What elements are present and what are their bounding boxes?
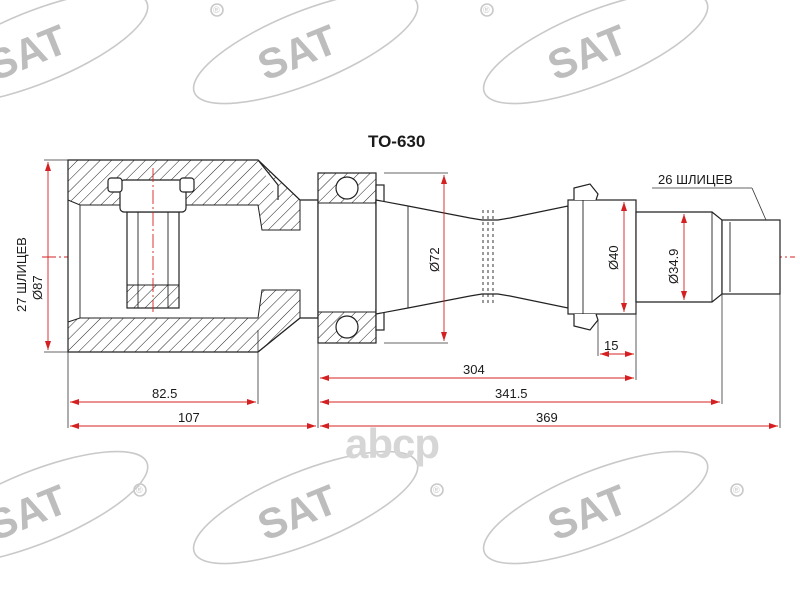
sat-watermark-text: SAT	[0, 15, 74, 89]
sat-watermark-text: SAT	[0, 475, 74, 549]
shaft-diameter-label: Ø40	[606, 245, 621, 270]
spline-diameter-label: Ø34.9	[666, 249, 681, 284]
registered-mark: ®	[433, 485, 440, 495]
sat-watermark-top-center: SAT	[192, 0, 419, 105]
spline-end	[721, 219, 781, 295]
housing-diameter-label: Ø87	[30, 275, 45, 300]
registered-mark: ®	[733, 485, 740, 495]
registered-mark: ®	[136, 485, 143, 495]
dust-shield-bottom	[573, 313, 599, 331]
dim-304-label: 304	[463, 362, 485, 377]
left-spline-count-label: 27 ШЛИЦЕВ	[14, 237, 29, 312]
dim-341-5-label: 341.5	[495, 386, 528, 401]
dim-369-label: 369	[536, 410, 558, 425]
sat-watermark-bottom-left: SAT	[0, 450, 149, 565]
bearing-diameter-label: Ø72	[427, 247, 442, 272]
dim-15-label: 15	[604, 338, 618, 353]
dim-82-5-label: 82.5	[152, 386, 177, 401]
part-number-title: TO-630	[368, 132, 425, 151]
registered-mark: ®	[483, 5, 490, 15]
support-bearing	[317, 172, 385, 344]
length-dimensions: 15 304 82.5 341.5 107 369	[67, 294, 781, 429]
sat-watermark-top-right: SAT	[482, 0, 709, 105]
right-spline-count-label: 26 ШЛИЦЕВ	[658, 172, 733, 187]
drive-shaft-body	[375, 183, 781, 331]
housing-wall-bottom	[67, 289, 301, 353]
registered-mark: ®	[213, 5, 220, 15]
dim-107-label: 107	[178, 410, 200, 425]
bearing-ball-bottom	[335, 315, 359, 339]
dust-shield-top	[573, 183, 599, 201]
sat-watermark-bottom-right: SAT	[482, 450, 709, 565]
diameter-dimensions: Ø87 27 ШЛИЦЕВ Ø72 Ø40 Ø34.9 26 ШЛИЦЕВ	[14, 159, 767, 353]
inner-cv-joint-housing	[67, 159, 319, 353]
registered-marks: ® ® ® ® ®	[133, 3, 744, 497]
shaft-collar	[567, 199, 637, 315]
sat-watermark-top-left: SAT	[0, 0, 149, 105]
bearing-ball-top	[335, 176, 359, 200]
abcp-watermark: abcp	[345, 420, 439, 467]
